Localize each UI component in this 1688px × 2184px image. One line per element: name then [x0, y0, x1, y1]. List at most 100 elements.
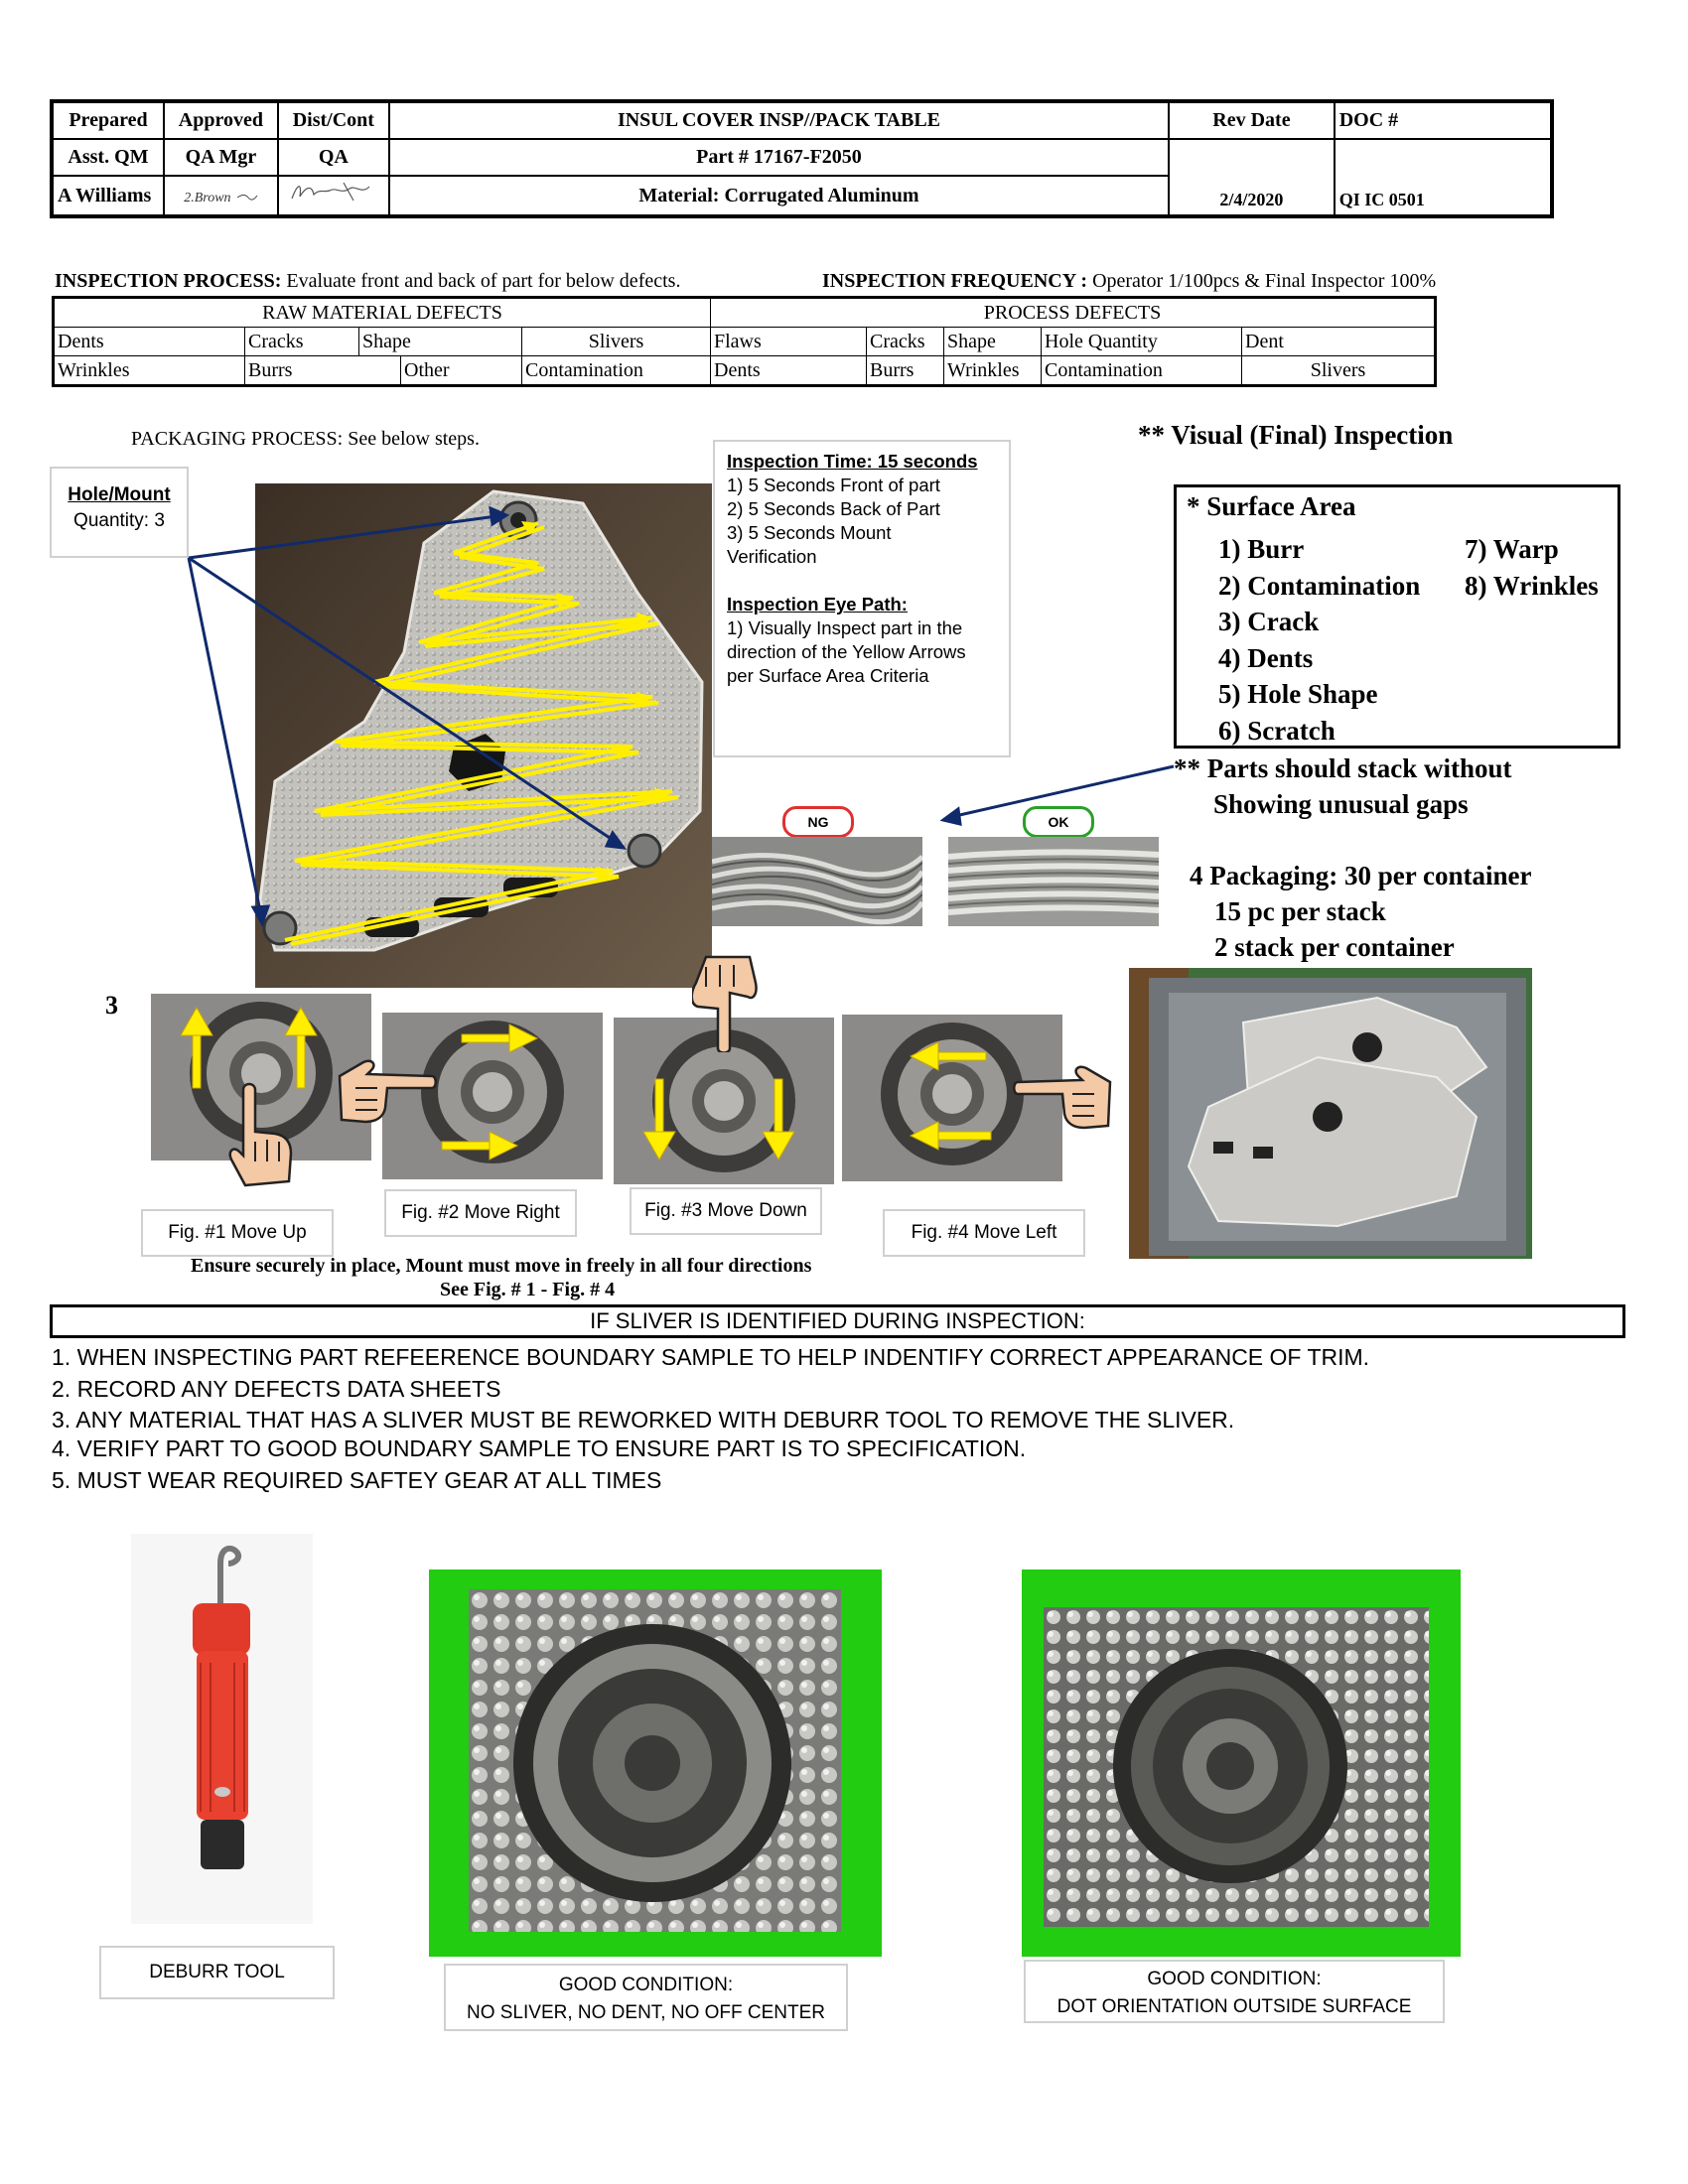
fig3-caption: Fig. #3 Move Down: [630, 1187, 822, 1235]
defect-cell: Hole Quantity: [1041, 327, 1242, 356]
hole-mount-quantity: Quantity: 3: [73, 510, 165, 531]
handwritten-signature: [291, 182, 370, 202]
mount-photo-left: [842, 1015, 1062, 1181]
inspection-process-line: INSPECTION PROCESS: Evaluate front and b…: [55, 270, 680, 293]
mount-right-illustration: [382, 1013, 603, 1179]
inspection-process-label: INSPECTION PROCESS:: [55, 270, 282, 292]
eye-path-line: per Surface Area Criteria: [727, 665, 929, 686]
hand-right-illustration: [338, 1059, 437, 1124]
step-3-label: 3: [105, 991, 118, 1020]
stack-note: ** Parts should stack without Showing un…: [1174, 751, 1512, 822]
surface-area-item: 8) Wrinkles: [1465, 570, 1599, 601]
fig1-caption: Fig. #1 Move Up: [141, 1209, 334, 1257]
defect-cell: Shape: [358, 327, 522, 356]
mount-photo-right: [382, 1013, 603, 1179]
sliver-step-5: 5. MUST WEAR REQUIRED SAFTEY GEAR AT ALL…: [52, 1467, 662, 1493]
prepared-label: Prepared: [51, 100, 165, 140]
surface-area-list-left: 1) Burr 2) Contamination 3) Crack 4) Den…: [1218, 531, 1420, 749]
dist-label: Dist/Cont: [276, 100, 390, 140]
defect-cell: Cracks: [244, 327, 359, 356]
sliver-step-1: 1. WHEN INSPECTING PART REFEERENCE BOUND…: [52, 1344, 1370, 1370]
hole-mount-title: Hole/Mount: [68, 484, 171, 505]
container-photo: [1129, 968, 1532, 1259]
defect-cell: Contamination: [1041, 355, 1242, 386]
fig4-caption: Fig. #4 Move Left: [883, 1209, 1085, 1257]
packaging-process-label: PACKAGING PROCESS: See below steps.: [131, 428, 480, 450]
stack-note-line1: ** Parts should stack without: [1174, 753, 1512, 783]
inspection-time-title: Inspection Time: 15 seconds: [727, 451, 978, 472]
fig2-caption: Fig. #2 Move Right: [384, 1189, 577, 1237]
hand-pointer-down-icon: [690, 953, 762, 1057]
doc-number: QI IC 0501: [1333, 176, 1554, 217]
sliver-step-3: 3. ANY MATERIAL THAT HAS A SLIVER MUST B…: [52, 1407, 1235, 1433]
inspection-frequency-label: INSPECTION FREQUENCY :: [822, 270, 1088, 292]
eye-path-title: Inspection Eye Path:: [727, 594, 908, 614]
packaging-line1: 4 Packaging: 30 per container: [1190, 861, 1532, 890]
ng-stack-illustration: [712, 837, 922, 926]
defect-cell: Shape: [943, 327, 1042, 356]
approved-signature: 2.Brown: [162, 175, 279, 217]
inspection-time-line: 3) 5 Seconds Mount: [727, 522, 892, 543]
eye-path-line: 1) Visually Inspect part in the: [727, 617, 963, 638]
rev-date: 2/4/2020: [1168, 176, 1336, 217]
signature-flourish: [236, 194, 257, 201]
deburr-tool-caption: DEBURR TOOL: [99, 1946, 335, 1999]
defects-table: RAW MATERIAL DEFECTS PROCESS DEFECTS Den…: [52, 296, 1437, 387]
doc-number-blank: [1333, 138, 1554, 176]
hand-down-illustration: [690, 955, 758, 1054]
sliver-header: IF SLIVER IS IDENTIFIED DURING INSPECTIO…: [50, 1304, 1625, 1338]
surface-area-item: 6) Scratch: [1218, 715, 1336, 746]
hand-left-illustration: [1013, 1065, 1112, 1130]
eye-path-line: direction of the Yellow Arrows: [727, 641, 966, 662]
good-sample-1-caption-line2: NO SLIVER, NO DENT, NO OFF CENTER: [466, 2002, 826, 2023]
part-number: Part # 17167-F2050: [387, 138, 1171, 177]
good-sample-1-caption-line1: GOOD CONDITION:: [558, 1975, 734, 1995]
part-photo: [255, 483, 712, 988]
surface-area-item: 1) Burr: [1218, 534, 1305, 564]
surface-area-item: 5) Hole Shape: [1218, 679, 1378, 709]
inspection-frequency-line: INSPECTION FREQUENCY : Operator 1/100pcs…: [822, 270, 1436, 293]
prepared-role: Asst. QM: [51, 138, 165, 177]
inspection-process-text: Evaluate front and back of part for belo…: [281, 270, 681, 292]
mount-down-illustration: [614, 1018, 834, 1184]
defect-cell: Slivers: [521, 327, 711, 356]
defect-cell: Flaws: [710, 327, 867, 356]
good-sample-1-frame: [429, 1570, 882, 1957]
defect-cell: Burrs: [866, 355, 944, 386]
approved-role: QA Mgr: [162, 138, 279, 177]
ok-stack-illustration: [948, 837, 1159, 926]
defect-cell: Slivers: [1241, 355, 1436, 386]
surface-area-item: 2) Contamination: [1218, 570, 1421, 601]
sliver-step-2: 2. RECORD ANY DEFECTS DATA SHEETS: [52, 1376, 501, 1402]
rev-date-label: Rev Date: [1168, 100, 1336, 140]
good-sample-2-caption-line1: GOOD CONDITION:: [1147, 1969, 1322, 1989]
packaging-line3: 2 stack per container: [1214, 932, 1455, 962]
doc-number-label: DOC #: [1333, 100, 1554, 140]
process-defects-header: PROCESS DEFECTS: [710, 297, 1436, 328]
dist-signature: [276, 175, 390, 217]
surface-area-item: 7) Warp: [1465, 534, 1559, 564]
surface-area-item: 3) Crack: [1218, 607, 1320, 636]
inspection-time-line: Verification: [727, 546, 817, 567]
visual-final-inspection-title: ** Visual (Final) Inspection: [1138, 420, 1454, 450]
packaging-info: 4 Packaging: 30 per container 15 pc per …: [1190, 858, 1531, 965]
sliver-step-4: 4. VERIFY PART TO GOOD BOUNDARY SAMPLE T…: [52, 1435, 1027, 1461]
container-illustration: [1129, 968, 1532, 1259]
defect-cell: Cracks: [866, 327, 944, 356]
packaging-line2: 15 pc per stack: [1214, 896, 1386, 926]
defect-cell: Wrinkles: [53, 355, 245, 386]
hole-mount-callout: Hole/Mount Quantity: 3: [50, 467, 189, 558]
defect-cell: Dents: [710, 355, 867, 386]
dist-role: QA: [276, 138, 390, 177]
mount-left-illustration: [842, 1015, 1062, 1181]
hand-pointer-left-icon: [1013, 1060, 1112, 1135]
ng-stack-photo: [712, 837, 922, 926]
header-table: Prepared Approved Dist/Cont INSUL COVER …: [50, 99, 1554, 218]
good-sample-2-caption: GOOD CONDITION: DOT ORIENTATION OUTSIDE …: [1024, 1960, 1445, 2023]
mount-photo-down: [614, 1018, 834, 1184]
surface-area-item: 4) Dents: [1218, 642, 1314, 673]
good-sample-2-caption-line2: DOT ORIENTATION OUTSIDE SURFACE: [1056, 1996, 1412, 2017]
mount-photo-up: [151, 994, 371, 1160]
surface-area-title: * Surface Area: [1187, 491, 1356, 521]
ng-badge: NG: [782, 806, 854, 838]
